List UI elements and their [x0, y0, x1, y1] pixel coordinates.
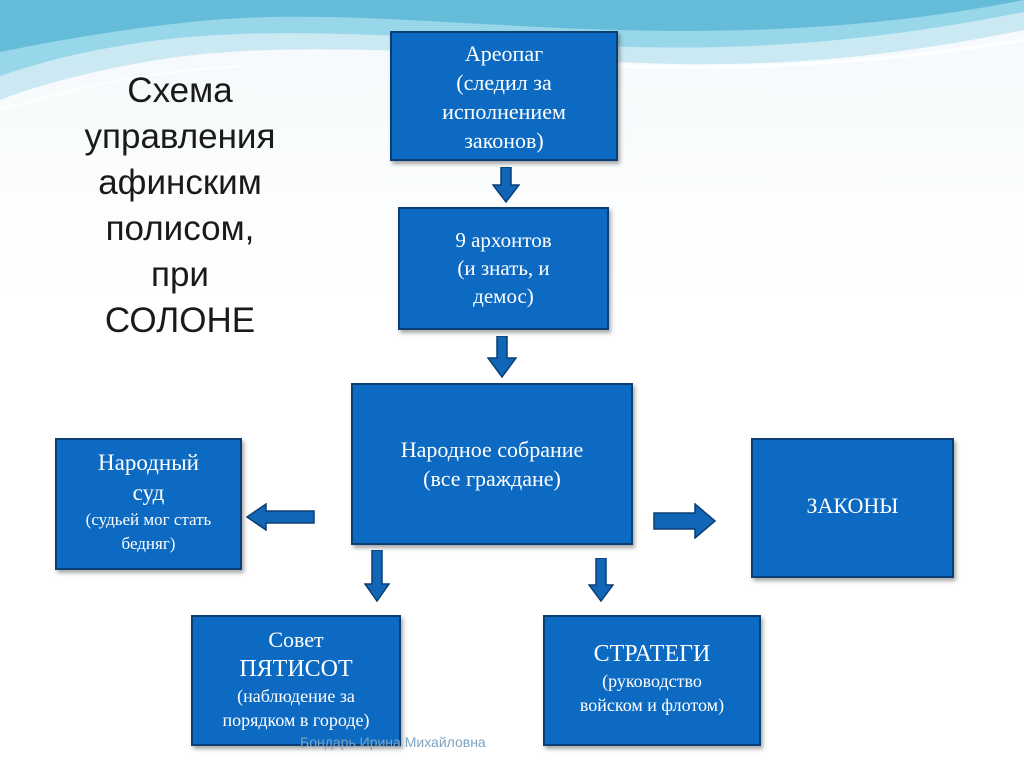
- title-line: СОЛОНЕ: [104, 301, 256, 340]
- council-box: Совет ПЯТИСОТ (наблюдение за порядком в …: [191, 615, 401, 746]
- box-text: Народный: [98, 450, 199, 475]
- areopagus-box: Ареопаг (следил за исполнением законов): [390, 31, 618, 161]
- box-text: (и знать, и: [457, 256, 550, 280]
- slide-title: Схема управления афинским полисом, при С…: [60, 68, 300, 344]
- arrow-down-icon: [364, 550, 390, 602]
- box-text: исполнением: [442, 99, 566, 124]
- box-note: (руководство: [602, 671, 702, 691]
- archons-box: 9 архонтов (и знать, и демос): [398, 207, 609, 330]
- box-text: (все граждане): [423, 466, 561, 491]
- box-note: (судьей мог стать: [85, 510, 212, 529]
- title-line: афинским: [98, 163, 262, 202]
- box-note: бедняг): [121, 534, 176, 553]
- box-text: законов): [464, 128, 544, 153]
- arrow-down-icon: [492, 167, 520, 203]
- box-note: войском и флотом): [579, 695, 725, 715]
- assembly-box: Народное собрание (все граждане): [351, 383, 633, 545]
- title-line: при: [151, 255, 209, 294]
- title-line: управления: [84, 117, 276, 156]
- author-credit: Бондарь Ирина Михайловна: [300, 734, 486, 750]
- box-text: демос): [473, 284, 534, 308]
- title-line: полисом,: [105, 209, 255, 248]
- laws-box: ЗАКОНЫ: [751, 438, 954, 578]
- box-text: Ареопаг: [464, 41, 544, 66]
- box-text: Народное собрание: [400, 437, 584, 462]
- arrow-down-icon: [487, 336, 517, 378]
- title-line: Схема: [127, 71, 233, 110]
- box-note: порядком в городе): [222, 710, 370, 730]
- box-text: Совет: [268, 627, 324, 652]
- box-note: (наблюдение за: [237, 686, 355, 706]
- arrow-down-icon: [588, 558, 614, 602]
- arrow-right-icon: [653, 503, 717, 539]
- court-box: Народный суд (судьей мог стать бедняг): [55, 438, 242, 570]
- box-text: суд: [132, 480, 165, 505]
- box-text: СТРАТЕГИ: [593, 641, 711, 667]
- box-text: ПЯТИСОТ: [239, 656, 353, 682]
- arrow-left-icon: [246, 503, 315, 531]
- box-text: (следил за: [456, 70, 552, 95]
- box-text: 9 архонтов: [455, 228, 552, 252]
- box-text: ЗАКОНЫ: [806, 492, 899, 518]
- strategoi-box: СТРАТЕГИ (руководство войском и флотом): [543, 615, 761, 746]
